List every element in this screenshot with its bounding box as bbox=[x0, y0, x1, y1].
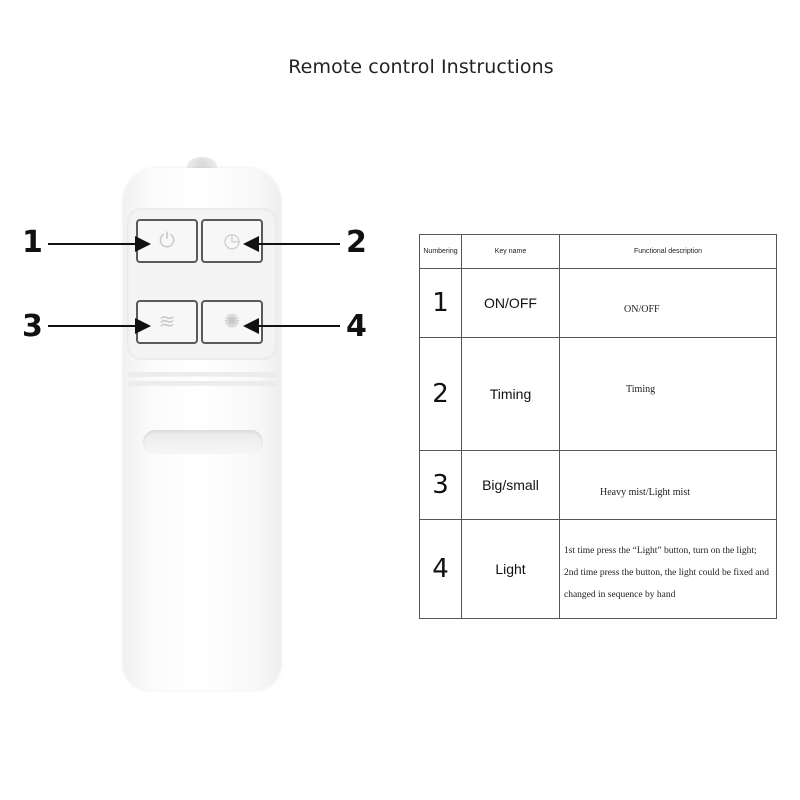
row-description-cell: ON/OFF bbox=[559, 268, 777, 338]
row-description-cell: Timing bbox=[559, 337, 777, 451]
timer-icon: ◷ bbox=[223, 230, 241, 252]
callout-3: 3 bbox=[22, 309, 43, 344]
row-number: 2 bbox=[419, 337, 462, 451]
row-description: 1st time press the “Light” button, turn … bbox=[564, 546, 770, 600]
header-functional-description: Functional description bbox=[559, 234, 777, 269]
row-description: Heavy mist/Light mist bbox=[600, 487, 690, 498]
instructions-table: Numbering Key name Functional descriptio… bbox=[419, 234, 777, 619]
row-description-cell: 1st time press the “Light” button, turn … bbox=[559, 519, 777, 619]
row-description-cell: Heavy mist/Light mist bbox=[559, 450, 777, 520]
mist-icon: ≋ bbox=[158, 311, 176, 333]
power-icon: ⏻ bbox=[159, 230, 175, 252]
table-row: 1 ON/OFF ON/OFF bbox=[419, 268, 777, 338]
page-title: Remote control Instructions bbox=[288, 56, 554, 78]
row-number: 1 bbox=[419, 268, 462, 338]
row-key-name: Timing bbox=[461, 337, 560, 451]
callout-2: 2 bbox=[346, 225, 367, 260]
remote-slot bbox=[143, 430, 263, 454]
mist-button[interactable]: ≋ bbox=[136, 300, 198, 344]
table-header-row: Numbering Key name Functional descriptio… bbox=[419, 234, 777, 269]
row-description: ON/OFF bbox=[624, 304, 660, 315]
remote-ridge bbox=[128, 381, 276, 385]
row-number: 3 bbox=[419, 450, 462, 520]
header-key-name: Key name bbox=[461, 234, 560, 269]
row-key-name: Big/small bbox=[461, 450, 560, 520]
power-button[interactable]: ⏻ bbox=[136, 219, 198, 263]
header-numbering: Numbering bbox=[419, 234, 462, 269]
row-description: Timing bbox=[626, 384, 656, 395]
callout-4: 4 bbox=[346, 309, 367, 344]
table-row: 3 Big/small Heavy mist/Light mist bbox=[419, 450, 777, 520]
table-row: 2 Timing Timing bbox=[419, 337, 777, 451]
timer-button[interactable]: ◷ bbox=[201, 219, 263, 263]
row-key-name: ON/OFF bbox=[461, 268, 560, 338]
callout-1: 1 bbox=[22, 225, 43, 260]
light-icon: ✺ bbox=[223, 311, 241, 333]
row-key-name: Light bbox=[461, 519, 560, 619]
light-button[interactable]: ✺ bbox=[201, 300, 263, 344]
remote-ridge bbox=[128, 372, 276, 376]
table-row: 4 Light 1st time press the “Light” butto… bbox=[419, 519, 777, 619]
row-number: 4 bbox=[419, 519, 462, 619]
